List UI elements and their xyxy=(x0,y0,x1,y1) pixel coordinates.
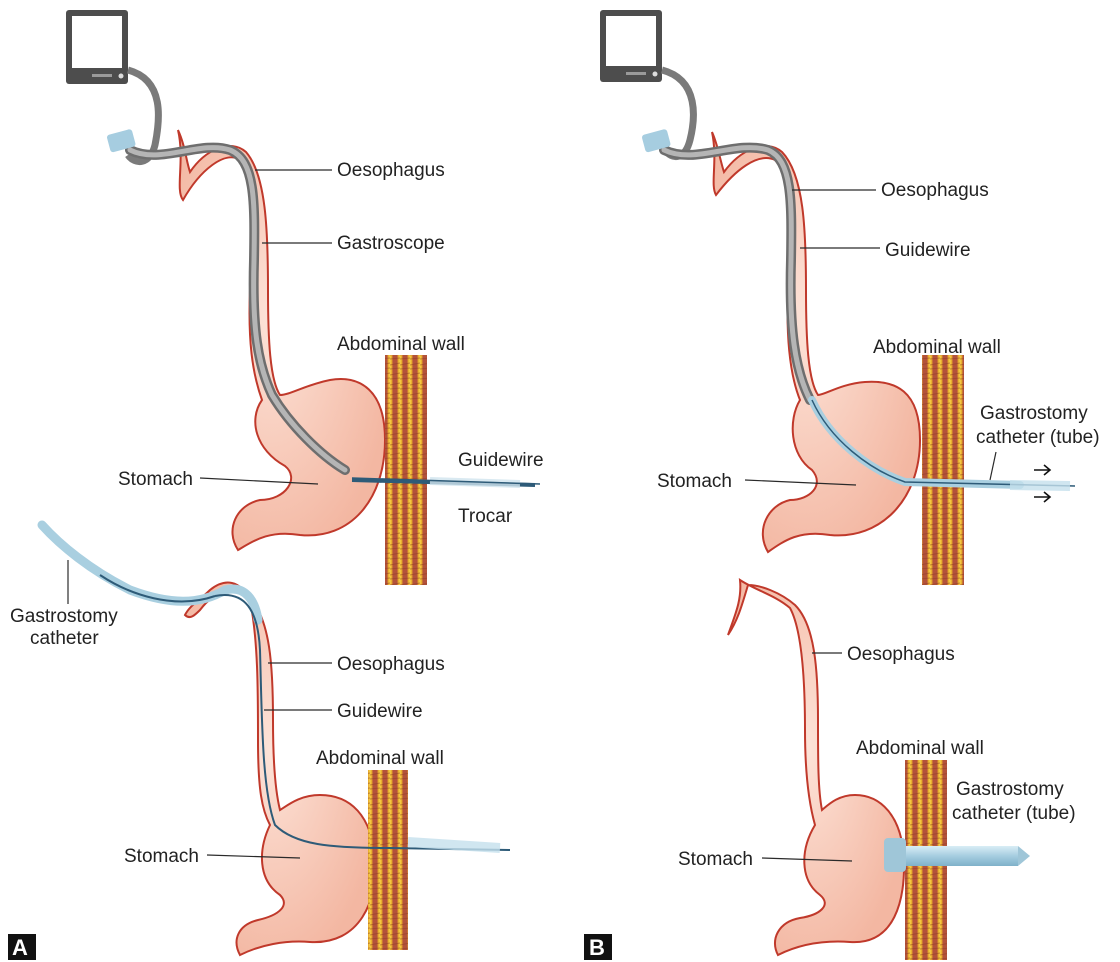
monitor-icon xyxy=(66,10,128,84)
label-abdominal-wall: Abdominal wall xyxy=(316,748,444,769)
label-oesophagus: Oesophagus xyxy=(847,644,955,665)
abdominal-wall xyxy=(368,770,408,950)
panel-tag-b: B xyxy=(589,935,605,960)
monitor-icon xyxy=(600,10,662,82)
label-guidewire: Guidewire xyxy=(458,450,544,471)
label-gastrostomy-catheter-1: Gastrostomy xyxy=(10,606,118,627)
label-gastroscope: Gastroscope xyxy=(337,233,445,254)
label-gastrostomy-catheter-2: catheter xyxy=(30,628,99,649)
label-oesophagus: Oesophagus xyxy=(337,654,445,675)
label-stomach: Stomach xyxy=(678,849,753,870)
gastrostomy-tube xyxy=(906,846,1018,866)
label-gastrostomy-tube-2: catheter (tube) xyxy=(952,803,1076,824)
label-gastrostomy-tube-1: Gastrostomy xyxy=(956,779,1064,800)
label-abdominal-wall: Abdominal wall xyxy=(856,738,984,759)
label-guidewire: Guidewire xyxy=(337,701,423,722)
abdominal-wall xyxy=(922,355,964,585)
label-oesophagus: Oesophagus xyxy=(337,160,445,181)
panel-b-top xyxy=(600,10,1075,585)
label-stomach: Stomach xyxy=(657,471,732,492)
label-abdominal-wall: Abdominal wall xyxy=(873,337,1001,358)
label-stomach: Stomach xyxy=(118,469,193,490)
internal-bumper xyxy=(884,838,906,872)
label-gastrostomy-tube-2: catheter (tube) xyxy=(976,427,1100,448)
oesophagus-tissue xyxy=(728,580,904,955)
label-gastrostomy-tube-1: Gastrostomy xyxy=(980,403,1088,424)
panel-a-bottom xyxy=(42,525,510,955)
panel-tag-a: A xyxy=(12,935,28,960)
label-trocar: Trocar xyxy=(458,506,513,527)
label-abdominal-wall: Abdominal wall xyxy=(337,334,465,355)
panel-a-top xyxy=(66,10,540,585)
panel-b-bottom xyxy=(728,580,1030,960)
label-guidewire: Guidewire xyxy=(885,240,971,261)
label-oesophagus: Oesophagus xyxy=(881,180,989,201)
abdominal-wall xyxy=(385,355,427,585)
label-stomach: Stomach xyxy=(124,846,199,867)
